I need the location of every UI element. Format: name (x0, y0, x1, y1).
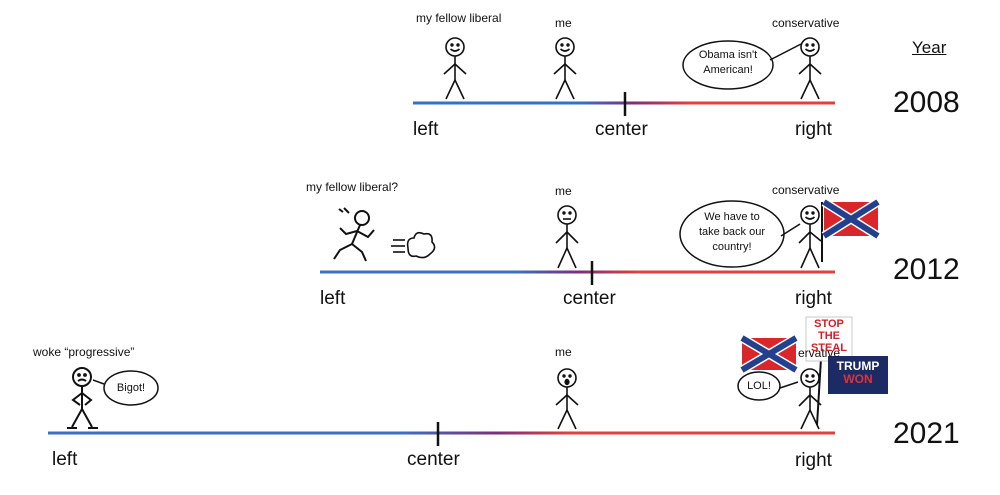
stop-the-steal-sign (805, 316, 853, 362)
speech-line: take back our (698, 225, 766, 238)
label-fellow-liberal-2012: my fellow liberal? (306, 180, 399, 194)
trump-won-text: TRUMP WON (828, 360, 888, 386)
axis-right-2021: right (795, 450, 832, 471)
speech-line: country! (712, 240, 752, 253)
year-2008: 2008 (893, 86, 960, 119)
sign-line: STOP (814, 318, 844, 330)
label-conservative-2012: conservative (772, 183, 840, 197)
label-conservative-2021: ervative (798, 346, 841, 360)
speech-text-lol: LOL! (747, 380, 771, 392)
year-heading: Year (912, 38, 947, 57)
axis-left-2008: left (413, 119, 439, 140)
stop-the-steal-text: STOP THE STEAL (806, 318, 852, 354)
label-woke-progressive-2021: woke “progressive” (33, 345, 135, 359)
stick-figure-conservative-2012 (798, 205, 822, 269)
year-2021: 2021 (893, 417, 960, 450)
axis-left-2021: left (52, 449, 78, 470)
sign-line: WON (843, 372, 873, 386)
dust-cloud-icon (391, 231, 436, 259)
stick-figure-conservative-2021 (798, 368, 822, 430)
axis-right-2008: right (795, 119, 832, 140)
speech-text-2008: Obama isn't American! (683, 48, 773, 78)
axis-left-2012: left (320, 288, 346, 309)
trump-won-sign (828, 356, 888, 394)
axis-right-2012: right (795, 288, 832, 309)
speech-line: American! (703, 63, 753, 76)
speech-text-2012: We have to take back our country! (680, 210, 784, 255)
sign-line: THE (818, 330, 840, 342)
speech-bubble-2012 (679, 200, 801, 268)
speech-text-bigot: Bigot! (116, 382, 146, 394)
stick-figure-me-2021 (555, 368, 579, 430)
confederate-flag-2021 (739, 334, 799, 374)
label-me-2021: me (555, 345, 572, 359)
stick-figure-liberal-2008 (443, 37, 467, 100)
label-me-2008: me (555, 16, 572, 30)
label-conservative-2008: conservative (772, 16, 840, 30)
label-fellow-liberal-2008: my fellow liberal (416, 11, 502, 25)
speech-bubble-progressive (92, 370, 159, 406)
stick-figure-me-2012 (555, 205, 579, 269)
confederate-flag-2012 (821, 198, 881, 240)
axis-center-2008: center (595, 119, 648, 140)
speech-line: We have to (704, 211, 760, 223)
sign-line: TRUMP (836, 359, 880, 373)
year-2012: 2012 (893, 253, 960, 286)
speech-line: Obama isn't (698, 49, 758, 61)
label-me-2012: me (555, 184, 572, 198)
running-figure-liberal-2012 (333, 207, 375, 262)
speech-bubble-2008 (682, 40, 802, 90)
speech-bubble-lol (737, 371, 799, 401)
stick-figure-me-2008 (553, 37, 577, 100)
sign-line: STEAL (810, 342, 848, 354)
stick-figure-conservative-2008 (798, 37, 822, 100)
stick-figure-progressive-2021 (67, 367, 98, 429)
axis-center-2021: center (407, 449, 460, 470)
axis-center-2012: center (563, 288, 616, 309)
